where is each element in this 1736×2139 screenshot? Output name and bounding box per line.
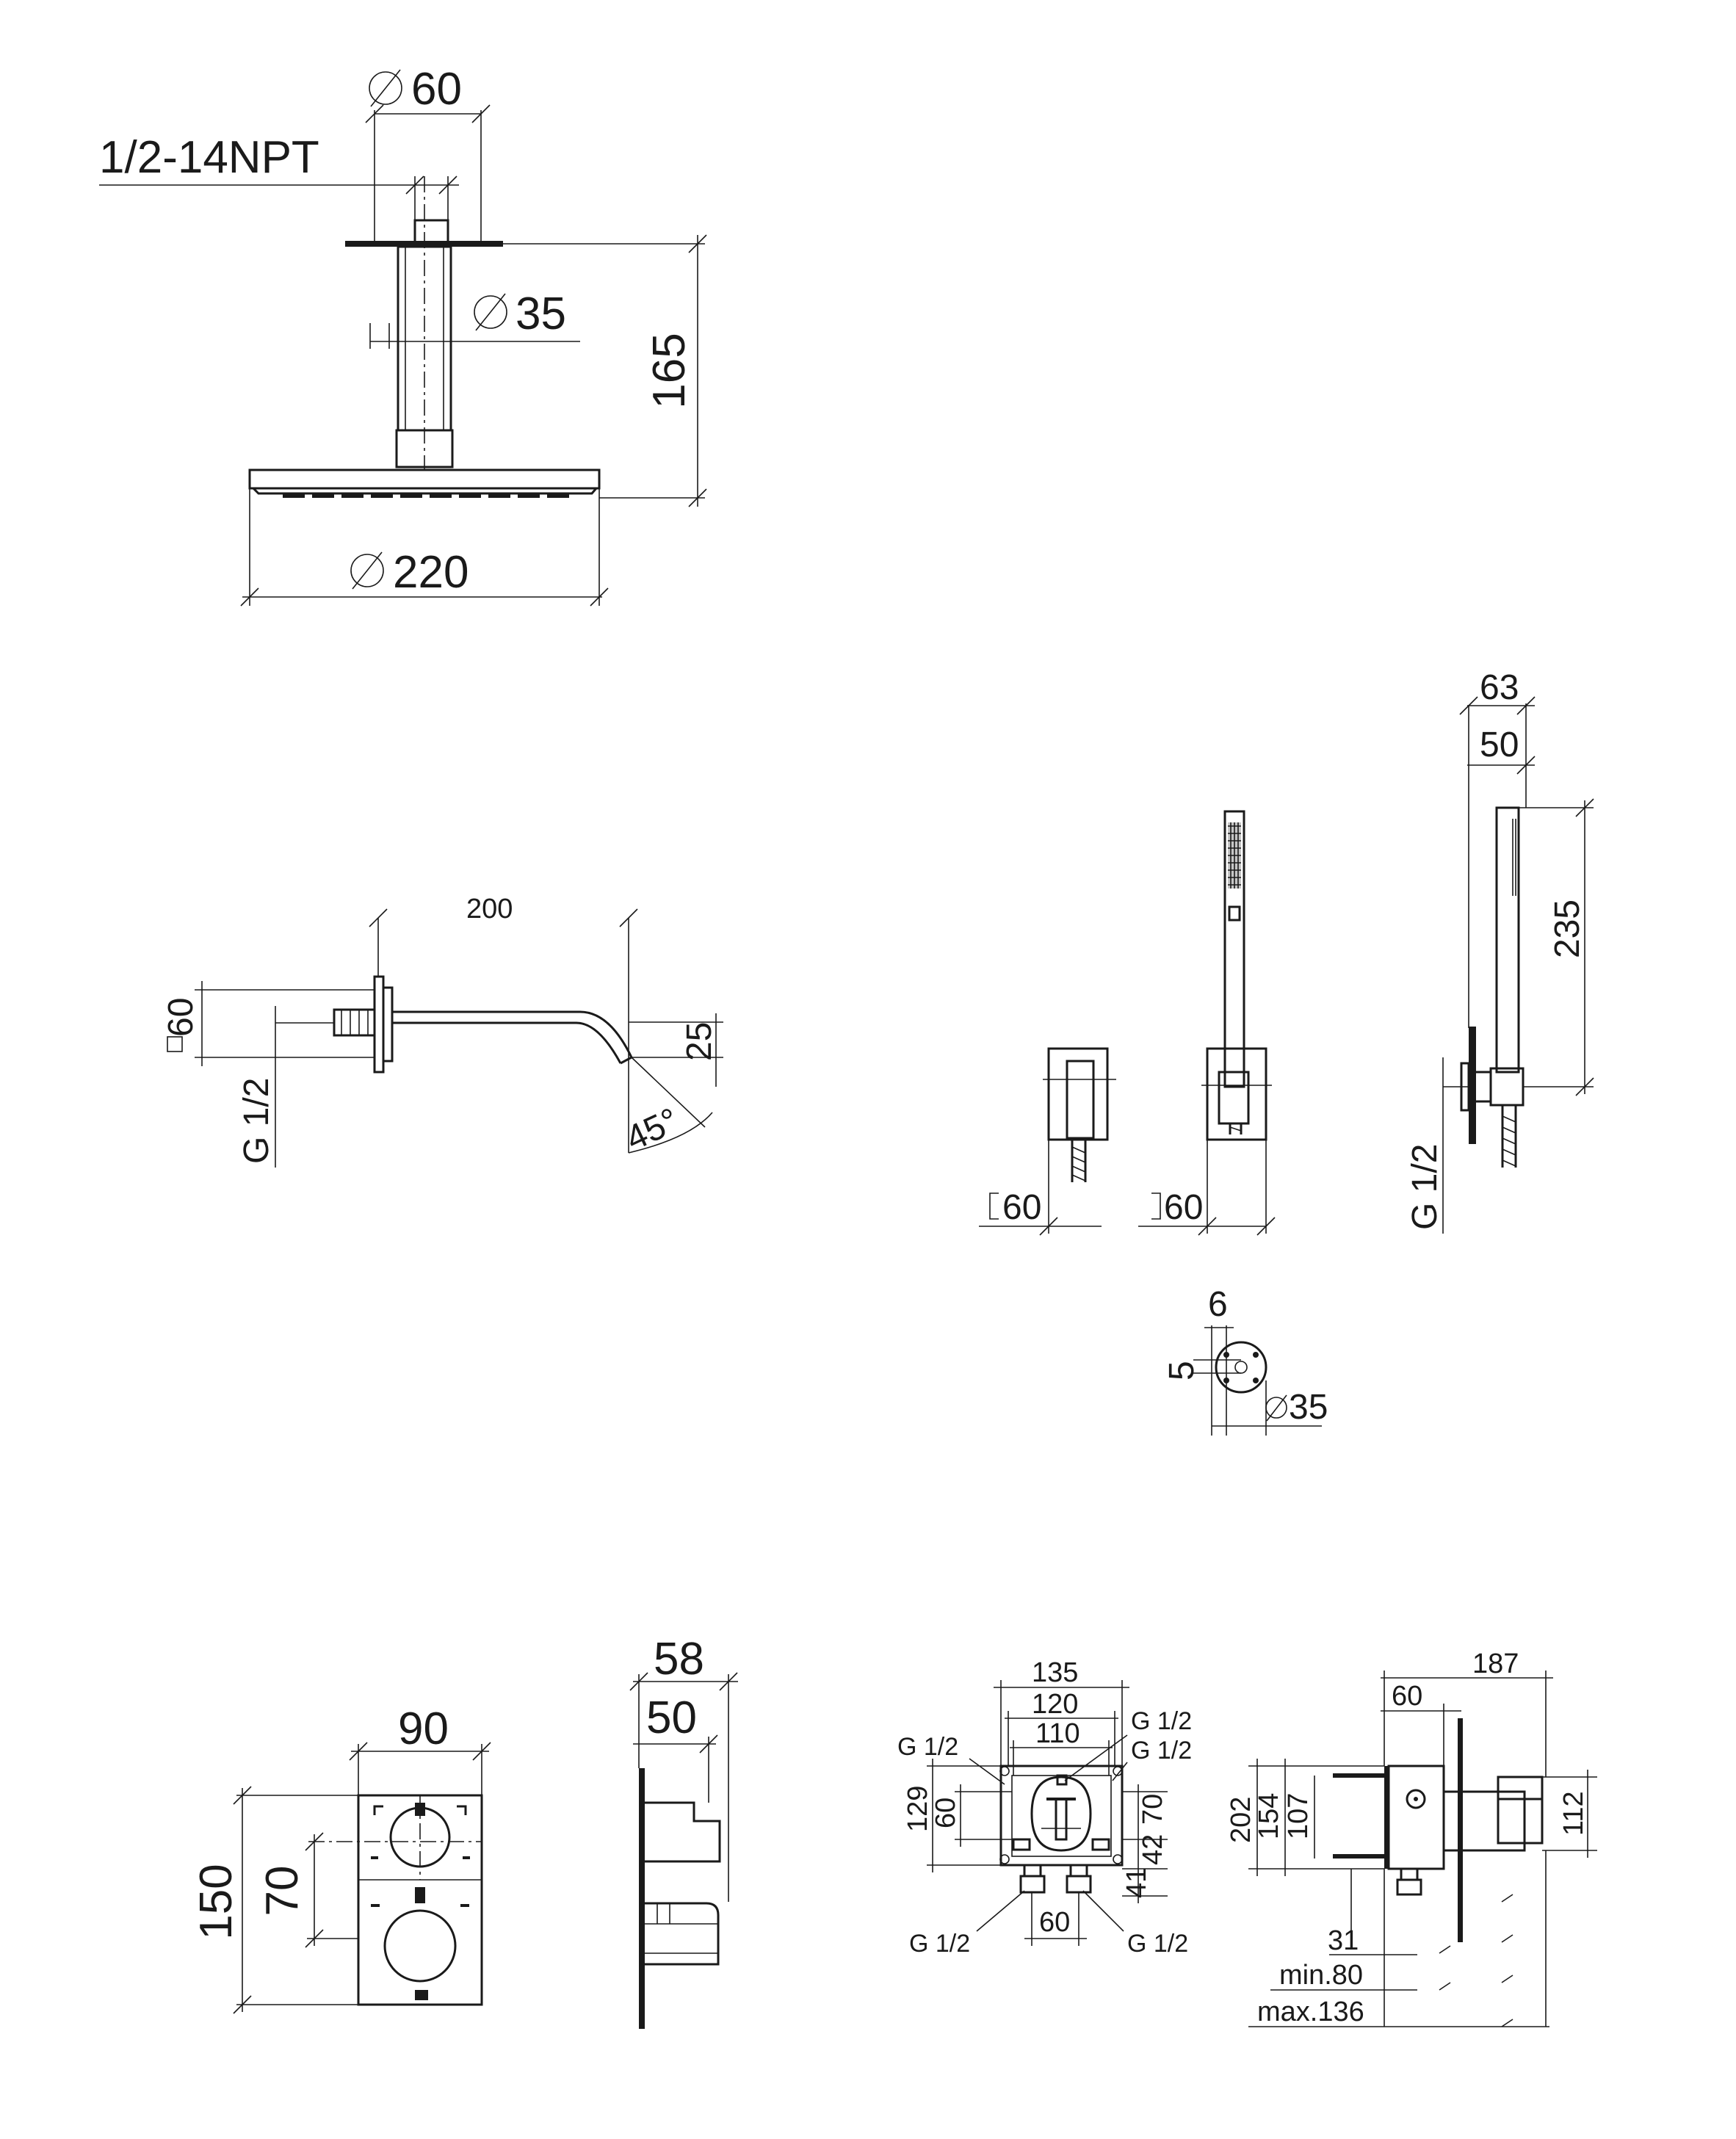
dim-ris-depth-total: 187 [1472, 1648, 1519, 1679]
dim-head-diameter: 220 [393, 547, 469, 598]
label-ri-connection-bottom-right: G 1/2 [1127, 1930, 1188, 1958]
dim-ris-height-outer: 202 [1226, 1797, 1256, 1843]
dim-outlet-width: 60 [1002, 1188, 1041, 1227]
square-symbol-icon [989, 1192, 999, 1220]
dim-trim-width: 90 [398, 1704, 449, 1754]
diameter-symbol-icon [474, 295, 507, 329]
trim-front-drawing: 90 150 70 [191, 1704, 491, 2014]
dim-spout-length: 200 [466, 894, 513, 924]
dim-spout-angle: 45° [620, 1101, 684, 1159]
dim-spout-connection: G 1/2 [237, 1078, 276, 1164]
dim-spout-drop: 25 [680, 1022, 719, 1061]
dim-ris-min-depth: min.80 [1279, 1960, 1363, 1991]
dim-arm-diameter: 35 [516, 289, 566, 339]
dim-thread: 1/2-14NPT [99, 132, 319, 183]
dim-ri-right-mid: 42 [1138, 1834, 1168, 1865]
trim-side-drawing: 58 50 [629, 1634, 738, 2029]
label-ri-connection-bottom-left: G 1/2 [909, 1930, 970, 1958]
dim-flange-diameter: 60 [411, 64, 462, 115]
dim-height: 165 [644, 333, 695, 408]
rough-in-front-drawing: 135 120 110 G 1/2 G 1/2 G 1/2 G 1/2 G 1/… [897, 1657, 1192, 1958]
dim-ri-width-inner: 110 [1035, 1718, 1080, 1749]
square-symbol-icon [1151, 1192, 1161, 1220]
dim-rosette: 60 [162, 998, 200, 1037]
dim-trim-height: 150 [191, 1864, 242, 1939]
shower-head-drawing: 60 1/2-14NPT 35 [99, 64, 707, 607]
square-symbol-icon [167, 1036, 183, 1052]
diameter-symbol-icon [350, 554, 384, 587]
dim-ri-right-upper: 70 [1138, 1794, 1168, 1825]
label-ri-connection-right: G 1/2 [1131, 1737, 1192, 1765]
dim-ri-height-total: 129 [903, 1786, 933, 1832]
dim-hand-connection: G 1/2 [1406, 1144, 1444, 1230]
dim-trim-depth-outer: 58 [654, 1634, 704, 1684]
label-ri-connection-top-right: G 1/2 [1131, 1707, 1192, 1735]
label-ri-connection-left: G 1/2 [897, 1733, 958, 1761]
dim-ris-depth-body: 60 [1392, 1681, 1422, 1712]
dim-ri-width-mid: 120 [1032, 1689, 1078, 1720]
dim-holder-width: 60 [1164, 1188, 1203, 1227]
hand-shower-drawing: 60 60 G 1/2 [979, 668, 1594, 1236]
dim-ris-max-depth: max.136 [1257, 1997, 1364, 2027]
diameter-symbol-icon [1265, 1397, 1287, 1419]
dim-trim-spacing: 70 [257, 1866, 308, 1917]
dim-ris-cover-height: 112 [1558, 1791, 1589, 1836]
spout-drawing: 200 60 G 1/2 25 45° [162, 894, 723, 1168]
dim-trim-depth-inner: 50 [646, 1693, 697, 1743]
dim-ris-height-mid: 154 [1254, 1793, 1284, 1839]
diameter-symbol-icon [369, 71, 402, 105]
dim-plate-side: 5 [1162, 1361, 1201, 1380]
dim-ri-height-inner: 60 [930, 1798, 961, 1828]
rough-in-side-drawing: 187 60 202 154 107 112 31 min.80 max.136 [1226, 1648, 1597, 2027]
dim-projection-outer: 63 [1480, 668, 1519, 707]
dim-plate-diameter: 35 [1289, 1388, 1328, 1427]
dim-ris-install-depth: 31 [1328, 1925, 1359, 1956]
dim-ri-right-lower: 41 [1121, 1867, 1152, 1898]
dim-projection-inner: 50 [1480, 725, 1519, 764]
dim-plate-top: 6 [1208, 1285, 1228, 1324]
dim-hand-length: 235 [1548, 900, 1587, 958]
dim-ris-height-inner: 107 [1283, 1793, 1314, 1839]
dim-ri-width-outer: 135 [1032, 1657, 1078, 1688]
dim-ri-outlet-spacing: 60 [1039, 1907, 1070, 1938]
wall-plate-drawing: 6 5 35 [1162, 1285, 1328, 1436]
